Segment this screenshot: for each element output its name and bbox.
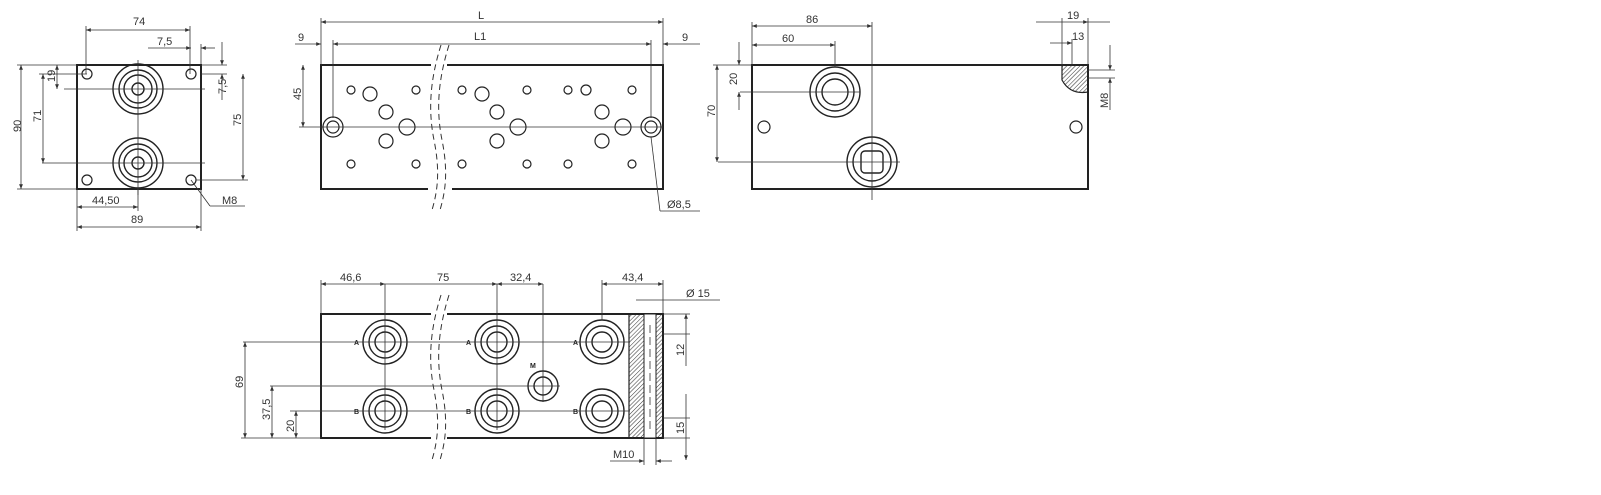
dim-43-4: 43,4	[622, 272, 643, 284]
dim-37-5: 37,5	[261, 399, 273, 420]
dim-7-5-right: 7,5	[217, 79, 229, 94]
dim-19-side: 19	[1067, 10, 1079, 22]
end-view-corner-hole	[185, 68, 197, 80]
port-label-a: A	[354, 340, 359, 347]
end-view: 74 7,5 90 71 19 7,5 75 44,50 89 M8	[12, 16, 248, 231]
dim-90: 90	[12, 120, 24, 132]
dim-9-right: 9	[682, 32, 688, 44]
side-view: 86 60 70 20 19 13 M8	[706, 10, 1115, 200]
side-view-hole	[1069, 120, 1083, 134]
dim-44-50: 44,50	[92, 195, 120, 207]
dim-46-6: 46,6	[340, 272, 361, 284]
dim-m8-side: M8	[1099, 93, 1111, 108]
dim-19: 19	[46, 70, 58, 82]
dim-60: 60	[782, 33, 794, 45]
dim-13: 13	[1072, 31, 1084, 43]
dim-9-left: 9	[298, 32, 304, 44]
dim-89: 89	[131, 214, 143, 226]
dim-20-front: 20	[285, 420, 297, 432]
dim-71: 71	[32, 110, 44, 122]
dim-dia-8-5: Ø8,5	[667, 199, 691, 211]
dim-20-side: 20	[728, 73, 740, 85]
dim-45: 45	[292, 88, 304, 100]
dim-l1: L1	[474, 31, 486, 43]
side-view-hole	[757, 120, 771, 134]
port-label-b: B	[466, 409, 471, 416]
dim-l: L	[478, 10, 484, 22]
port-label-b: B	[354, 409, 359, 416]
dim-dia-15: Ø 15	[686, 288, 710, 300]
top-view-small-holes	[346, 84, 637, 169]
end-view-corner-hole	[81, 174, 93, 186]
front-view: A A A B B B M 46,6 75 32,4 43,4 Ø 15 69 …	[234, 272, 720, 465]
side-view-thread-section	[1061, 64, 1089, 94]
dim-86: 86	[806, 14, 818, 26]
dim-m8-end: M8	[222, 195, 237, 207]
dim-m10: M10	[613, 449, 634, 461]
dim-12: 12	[675, 344, 687, 356]
dim-75: 75	[232, 114, 244, 126]
dim-69: 69	[234, 376, 246, 388]
end-view-outline	[76, 64, 202, 190]
top-view: L L1 9 9 45 Ø8,5	[292, 10, 700, 215]
dim-75-front: 75	[437, 272, 449, 284]
port-label-a: A	[573, 340, 578, 347]
dim-15: 15	[675, 422, 687, 434]
port-label-m: M	[530, 363, 536, 370]
port-label-a: A	[466, 340, 471, 347]
dim-74: 74	[133, 16, 145, 28]
port-label-b: B	[573, 409, 578, 416]
dim-7-5-top: 7,5	[157, 36, 172, 48]
side-view-outline	[751, 64, 1089, 190]
front-view-ports	[362, 319, 625, 434]
dim-70: 70	[706, 105, 718, 117]
dim-32-4: 32,4	[510, 272, 531, 284]
